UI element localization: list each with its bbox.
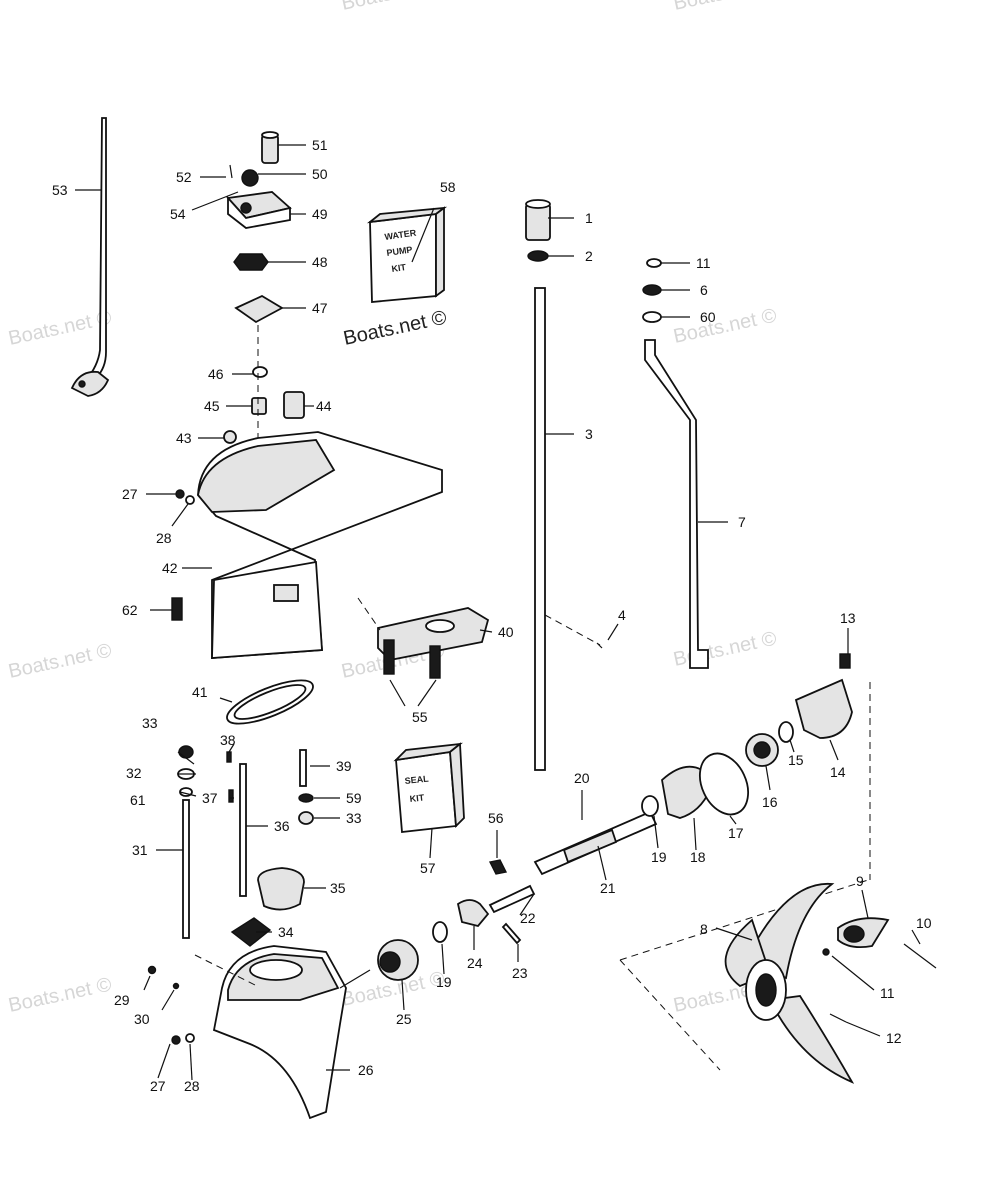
- callout-numbers: 1 2 3 4 6 7 8 9 10 11 11 12 13 14 15 16 …: [52, 137, 932, 1094]
- callout-number: 2: [585, 248, 593, 264]
- callout-number: 18: [690, 849, 706, 865]
- watermark: Boats.net ©: [6, 640, 113, 683]
- water-pump-parts: [223, 131, 305, 444]
- propeller-parts: [619, 682, 937, 1084]
- callout-number: 33: [346, 810, 362, 826]
- callout-number: 60: [700, 309, 716, 325]
- callout-number: 21: [600, 880, 616, 896]
- seal-kit-box: SEAL KIT: [393, 742, 465, 833]
- watermark: Boats.net ©: [339, 0, 446, 15]
- callout-number: 25: [396, 1011, 412, 1027]
- callout-number: 61: [130, 792, 146, 808]
- callout-number: 34: [278, 924, 294, 940]
- shift-rod-53: [70, 117, 110, 397]
- callout-number: 46: [208, 366, 224, 382]
- callout-number: 58: [440, 179, 456, 195]
- watermark-dark: Boats.net ©: [341, 307, 448, 350]
- callout-number: 19: [436, 974, 452, 990]
- callout-number: 57: [420, 860, 436, 876]
- callout-number: 6: [700, 282, 708, 298]
- callout-number: 37: [202, 790, 218, 806]
- callout-number: 51: [312, 137, 328, 153]
- watermark: Boats.net ©: [6, 974, 113, 1017]
- callout-number: 9: [856, 873, 864, 889]
- gearcase-26: [147, 945, 347, 1120]
- callout-number: 27: [122, 486, 138, 502]
- kit-label-line: KIT: [409, 792, 425, 804]
- callout-number: 10: [916, 915, 932, 931]
- callout-number: 53: [52, 182, 68, 198]
- kit-label-line: SEAL: [404, 773, 429, 786]
- watermark: Boats.net ©: [6, 307, 113, 350]
- callout-number: 19: [651, 849, 667, 865]
- mid-parts: [177, 597, 490, 947]
- callout-number: 38: [220, 732, 236, 748]
- callout-number: 40: [498, 624, 514, 640]
- callout-number: 17: [728, 825, 744, 841]
- callout-number: 48: [312, 254, 328, 270]
- driveshaft-housing-42: [171, 431, 443, 659]
- callout-number: 33: [142, 715, 158, 731]
- callout-number: 28: [184, 1078, 200, 1094]
- callout-number: 7: [738, 514, 746, 530]
- callout-number: 24: [467, 955, 483, 971]
- leader-lines: [75, 144, 921, 1081]
- driveshaft-parts: [525, 199, 603, 771]
- callout-number: 14: [830, 764, 846, 780]
- callout-number: 62: [122, 602, 138, 618]
- callout-number: 49: [312, 206, 328, 222]
- callout-number: 59: [346, 790, 362, 806]
- callout-number: 23: [512, 965, 528, 981]
- callout-number: 41: [192, 684, 208, 700]
- callout-number: 35: [330, 880, 346, 896]
- callout-number: 47: [312, 300, 328, 316]
- kit-label-line: KIT: [391, 262, 407, 274]
- propshaft-parts: [377, 653, 853, 981]
- callout-number: 56: [488, 810, 504, 826]
- watermark: Boats.net ©: [671, 0, 778, 15]
- callout-number: 54: [170, 206, 186, 222]
- callout-number: 42: [162, 560, 178, 576]
- callout-number: 22: [520, 910, 536, 926]
- callout-number: 36: [274, 818, 290, 834]
- callout-number: 30: [134, 1011, 150, 1027]
- callout-number: 4: [618, 607, 626, 623]
- callout-number: 52: [176, 169, 192, 185]
- callout-number: 13: [840, 610, 856, 626]
- callout-number: 29: [114, 992, 130, 1008]
- callout-number: 1: [585, 210, 593, 226]
- shift-rod-7: [642, 258, 709, 669]
- callout-number: 28: [156, 530, 172, 546]
- callout-number: 43: [176, 430, 192, 446]
- callout-number: 39: [336, 758, 352, 774]
- water-pump-kit-box: WATER PUMP KIT: [366, 206, 448, 303]
- callout-number: 27: [150, 1078, 166, 1094]
- callout-number: 32: [126, 765, 142, 781]
- callout-number: 20: [574, 770, 590, 786]
- callout-number: 16: [762, 794, 778, 810]
- callout-number: 3: [585, 426, 593, 442]
- callout-number: 11: [696, 255, 711, 271]
- callout-number: 11: [880, 985, 895, 1001]
- callout-number: 45: [204, 398, 220, 414]
- callout-number: 8: [700, 921, 708, 937]
- callout-number: 50: [312, 166, 328, 182]
- kit-label-line: PUMP: [386, 244, 413, 258]
- callout-number: 15: [788, 752, 804, 768]
- callout-number: 26: [358, 1062, 374, 1078]
- callout-number: 31: [132, 842, 148, 858]
- watermark: Boats.net ©: [671, 628, 778, 671]
- callout-number: 55: [412, 709, 428, 725]
- callout-number: 44: [316, 398, 332, 414]
- kit-label-line: WATER: [384, 228, 417, 242]
- callout-number: 12: [886, 1030, 902, 1046]
- watermark: Boats.net ©: [671, 305, 778, 348]
